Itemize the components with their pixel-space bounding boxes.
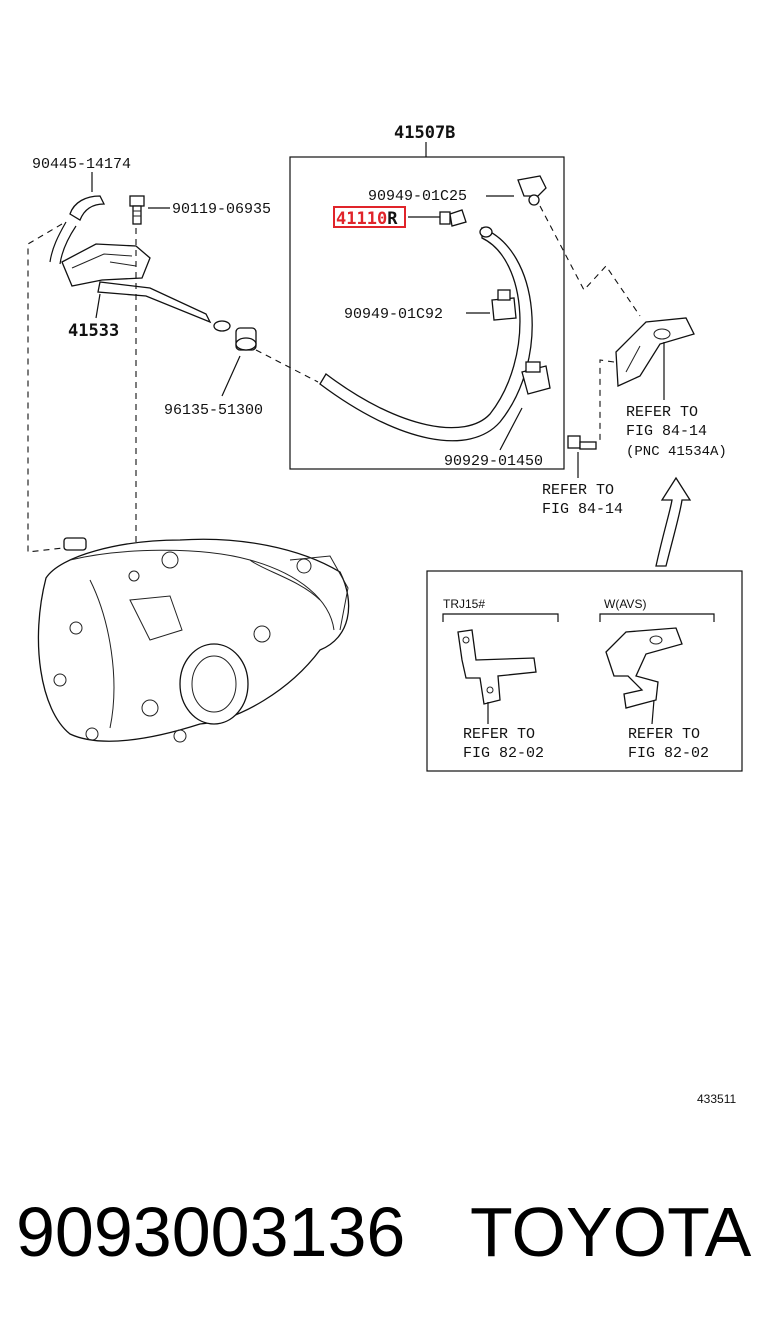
refer-mid-line1[interactable]: REFER TO <box>542 482 614 499</box>
bracket-trj15-icon <box>457 629 537 705</box>
part-label-90119-06935[interactable]: 90119-06935 <box>172 201 271 218</box>
figure-number: 433511 <box>697 1092 736 1106</box>
highlight-box <box>333 206 406 228</box>
bolt-small-icon <box>567 435 597 450</box>
part-suffix: R <box>387 209 398 229</box>
dashed-guide-bracket-down <box>599 359 615 440</box>
part-label-41533[interactable]: 41533 <box>68 321 119 341</box>
part-label-96135-51300[interactable]: 96135-51300 <box>164 402 263 419</box>
mount-bracket-icon <box>615 317 695 387</box>
bracket-detail <box>71 253 137 269</box>
assembly-box <box>289 156 565 470</box>
leader-inset-right <box>651 699 655 725</box>
inset-right-bracket <box>599 613 715 622</box>
inset-left-bracket <box>442 613 559 622</box>
leader-96135 <box>221 355 241 397</box>
pipe-bracket <box>61 243 151 287</box>
footer-brand: TOYOTA <box>470 1193 752 1271</box>
refer-right-line1[interactable]: REFER TO <box>626 404 698 421</box>
part-label-90445-14174[interactable]: 90445-14174 <box>32 156 131 173</box>
bracket-wavs-icon <box>605 627 683 709</box>
dashed-guide-bracket <box>539 205 641 317</box>
part-label-90949-01C92[interactable]: 90949-01C92 <box>344 306 443 323</box>
part-label-90949-01C25[interactable]: 90949-01C25 <box>368 188 467 205</box>
inset-right-label: W(AVS) <box>604 597 646 611</box>
clip-mid-icon <box>491 289 517 321</box>
breather-pipe <box>97 281 212 324</box>
clip-lower-icon <box>521 361 551 395</box>
clamp-icon <box>235 327 257 351</box>
part-label-41110[interactable]: 41110R <box>336 209 398 229</box>
inset-left-refer2[interactable]: FIG 82-02 <box>463 745 544 762</box>
refer-right-line3: (PNC 41534A) <box>626 444 727 460</box>
clip-top-icon <box>517 175 547 206</box>
assembly-label: 41507B <box>394 123 455 143</box>
refer-right-line2[interactable]: FIG 84-14 <box>626 423 707 440</box>
hose-end-top <box>479 226 493 238</box>
inset-right-refer1[interactable]: REFER TO <box>628 726 700 743</box>
inset-left-refer1[interactable]: REFER TO <box>463 726 535 743</box>
arrow-up-icon <box>655 476 692 567</box>
pipe-end <box>213 320 231 332</box>
breather-plug-icon <box>439 209 467 227</box>
variant-inset-box <box>426 570 743 772</box>
breather-hose-long <box>319 227 533 442</box>
leader-90929 <box>499 407 523 451</box>
hose-lines <box>49 221 77 265</box>
part-label-90929-01450[interactable]: 90929-01450 <box>444 453 543 470</box>
inset-right-refer2[interactable]: FIG 82-02 <box>628 745 709 762</box>
footer-part-number: 9093003136 <box>16 1193 405 1271</box>
bolt-icon <box>129 195 145 225</box>
inset-left-label: TRJ15# <box>443 597 485 611</box>
refer-mid-line2[interactable]: FIG 84-14 <box>542 501 623 518</box>
leader-41533 <box>95 293 101 319</box>
differential-housing <box>37 537 350 743</box>
dashed-guide-clamp <box>255 349 319 383</box>
breather-hose <box>69 195 106 221</box>
part-number-highlighted: 41110 <box>336 209 387 229</box>
